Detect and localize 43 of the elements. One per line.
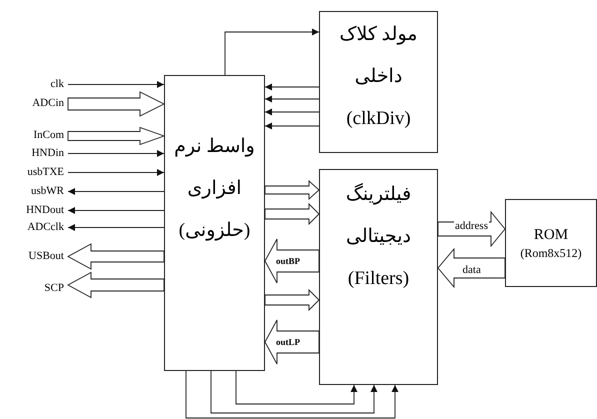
- signal-label: InCom: [33, 129, 64, 142]
- block-box: [164, 75, 265, 371]
- bus-arrow: [68, 91, 165, 117]
- bus-arrow: [67, 243, 164, 270]
- arrow: [264, 122, 320, 130]
- arrow: [68, 224, 164, 231]
- block-title: مولد کلاک داخلی (clkDiv): [338, 23, 418, 131]
- block-title: فیلترینگ دیجیتالی (Filters): [344, 182, 412, 291]
- bus-arrow: [68, 126, 166, 146]
- edge-label: outBP: [275, 256, 302, 266]
- arrow: [210, 370, 378, 414]
- signal-label: usbTXE: [27, 166, 64, 179]
- signal-label: HNDin: [32, 147, 64, 160]
- bus-arrow: [264, 180, 320, 200]
- arrow: [68, 188, 164, 195]
- arrow: [224, 28, 320, 76]
- block-title: واسط نرم افزاری (حلزونی): [174, 135, 256, 243]
- bus-arrow: [67, 272, 164, 298]
- signal-label: HNDout: [26, 204, 64, 217]
- bus-arrow: [264, 202, 320, 226]
- block-title: ROM: [534, 226, 568, 245]
- signal-label: usbWR: [31, 185, 64, 198]
- arrow: [68, 207, 164, 214]
- arrow: [236, 370, 358, 404]
- arrow: [68, 169, 164, 176]
- signal-label: ADCin: [32, 97, 64, 110]
- block-subtitle: (Rom8x512): [520, 245, 582, 261]
- arrow: [264, 108, 320, 116]
- signal-label: USBout: [28, 250, 64, 263]
- signal-label: SCP: [44, 282, 64, 295]
- memory-box: [505, 199, 597, 287]
- bus-arrow: [264, 288, 320, 312]
- block-box: [319, 11, 438, 153]
- arrow: [68, 81, 164, 88]
- edge-label: outLP: [275, 336, 302, 348]
- arrow: [264, 96, 320, 102]
- signal-label: ADCclk: [27, 221, 64, 234]
- edge-label: address: [454, 220, 489, 232]
- arrow: [186, 370, 398, 418]
- arrow: [264, 84, 320, 90]
- arrow: [68, 150, 164, 157]
- block-box: [319, 169, 438, 385]
- signal-label: clk: [50, 78, 64, 91]
